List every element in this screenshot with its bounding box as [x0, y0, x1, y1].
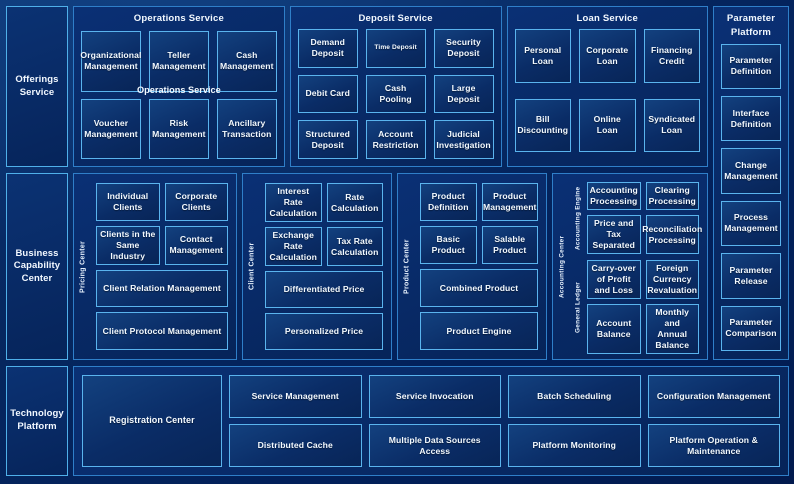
tile-personal-loan[interactable]: Personal Loan — [514, 29, 571, 83]
subgroup-general-ledger[interactable]: General Ledger Carry-over of Profit and … — [571, 260, 699, 354]
tile-exchange-rate-calculation[interactable]: Exchange Rate Calculation — [265, 227, 322, 266]
tile-interest-rate-calculation[interactable]: Interest Rate Calculation — [265, 183, 322, 222]
tile-client-protocol-management[interactable]: Client Protocol Management — [96, 312, 228, 351]
panel-title: Loan Service — [576, 13, 639, 24]
tile-multiple-data-sources-access[interactable]: Multiple Data Sources Access — [368, 424, 501, 467]
group-pricing-center[interactable]: Pricing Center Individual Clients Corpor… — [73, 173, 237, 360]
tile-price-and-tax-separated[interactable]: Price and Tax Separated — [587, 215, 641, 254]
tile-time-deposit[interactable]: Time Deposit — [365, 29, 426, 68]
tile-configuration-management[interactable]: Configuration Management — [647, 375, 780, 418]
rail-label: Offerings Service — [15, 73, 59, 98]
tile-parameter-release[interactable]: Parameter Release — [721, 253, 781, 299]
tile-product-engine[interactable]: Product Engine — [420, 312, 538, 350]
tile-batch-scheduling[interactable]: Batch Scheduling — [508, 375, 641, 418]
tile-foreign-currency-revaluation[interactable]: Foreign Currency Revaluation — [645, 260, 699, 299]
tile-combined-product[interactable]: Combined Product — [420, 269, 538, 307]
tile-bill-discounting[interactable]: Bill Discounting — [514, 98, 571, 152]
group-vertical-label: Accounting Center — [558, 235, 566, 298]
layer-rail: Offerings Service Business Capability Ce… — [6, 6, 68, 478]
group-vertical-label: Product Center — [403, 239, 411, 294]
offerings-service-panels: Operations Service Organizational Manage… — [73, 6, 709, 167]
tile-personalized-price[interactable]: Personalized Price — [265, 313, 383, 350]
tile-differentiated-price[interactable]: Differentiated Price — [265, 271, 383, 308]
tile-cash-pooling[interactable]: Cash Pooling — [365, 74, 426, 114]
tile-accounting-processing[interactable]: Accounting Processing — [587, 182, 641, 210]
rail-item-business-capability-center[interactable]: Business Capability Center — [6, 173, 68, 360]
tile-corporate-loan[interactable]: Corporate Loan — [579, 29, 636, 83]
group-client-center[interactable]: Client Center Interest Rate Calculation … — [242, 173, 392, 360]
diagram-body: Operations Service Organizational Manage… — [73, 6, 789, 478]
tile-basic-product[interactable]: Basic Product — [420, 226, 477, 264]
tile-process-management[interactable]: Process Management — [721, 200, 781, 247]
business-capability-groups: Pricing Center Individual Clients Corpor… — [73, 173, 708, 360]
tile-rate-calculation[interactable]: Rate Calculation — [326, 183, 383, 222]
tile-carry-over-of-profit-and-loss[interactable]: Carry-over of Profit and Loss — [587, 260, 641, 299]
tile-organizational-management[interactable]: Organizational Management — [80, 31, 141, 92]
panel-title: Parameter Platform — [726, 13, 776, 39]
panel-deposit-service[interactable]: Deposit Service Demand Deposit Time Depo… — [289, 6, 502, 167]
rail-label: Business Capability Center — [13, 247, 61, 284]
business-capability-row: Pricing Center Individual Clients Corpor… — [73, 173, 789, 360]
tile-online-loan[interactable]: Online Loan — [579, 98, 636, 152]
tile-large-deposit[interactable]: Large Deposit — [433, 74, 494, 114]
tile-platform-operation-maintenance[interactable]: Platform Operation & Maintenance — [647, 424, 780, 467]
subgroup-vertical-label: General Ledger — [574, 281, 582, 333]
rail-item-offerings-service[interactable]: Offerings Service — [6, 6, 68, 167]
tile-contact-management[interactable]: Contact Management — [164, 225, 228, 265]
technology-platform-row: Registration Center Service Management S… — [73, 366, 789, 476]
group-product-center[interactable]: Product Center Product Definition Produc… — [397, 173, 547, 360]
tile-monthly-and-annual-balance[interactable]: Monthly and Annual Balance — [645, 304, 699, 354]
subgroup-vertical-label: Accounting Engine — [574, 186, 582, 250]
tile-tax-rate-calculation[interactable]: Tax Rate Calculation — [326, 227, 383, 266]
tile-cash-management[interactable]: Cash Management — [216, 31, 277, 92]
tile-debit-card[interactable]: Debit Card — [297, 74, 358, 114]
tile-reconciliation-processing[interactable]: Reconciliation Processing — [642, 215, 702, 254]
tile-interface-definition[interactable]: Interface Definition — [721, 95, 781, 142]
group-accounting-center[interactable]: Accounting Center Accounting Engine Acco… — [552, 173, 708, 360]
tile-registration-center[interactable]: Registration Center — [82, 375, 222, 467]
group-vertical-label: Client Center — [248, 242, 256, 291]
subgroup-accounting-engine[interactable]: Accounting Engine Accounting Processing … — [571, 182, 702, 254]
panel-parameter-platform[interactable]: Parameter Platform Parameter Definition … — [713, 6, 789, 360]
tile-parameter-comparison[interactable]: Parameter Comparison — [721, 305, 781, 352]
tile-change-management[interactable]: Change Management — [721, 148, 781, 194]
rail-item-technology-platform[interactable]: Technology Platform — [6, 366, 68, 476]
tile-demand-deposit[interactable]: Demand Deposit — [297, 29, 358, 68]
offerings-service-row: Operations Service Organizational Manage… — [73, 6, 789, 360]
panel-title: Operations Service — [133, 13, 224, 24]
tile-risk-management[interactable]: Risk Management — [148, 98, 209, 159]
tile-structured-deposit[interactable]: Structured Deposit — [297, 120, 358, 159]
tile-teller-management[interactable]: Teller Management — [148, 31, 209, 92]
tile-ancillary-transaction[interactable]: Ancillary Transaction — [216, 98, 277, 159]
tile-client-relation-management[interactable]: Client Relation Management — [96, 269, 228, 308]
panel-title: Deposit Service — [358, 13, 433, 24]
tile-financing-credit[interactable]: Financing Credit — [643, 29, 700, 83]
tile-service-management[interactable]: Service Management — [229, 375, 362, 418]
tile-product-management[interactable]: Product Management — [481, 183, 538, 221]
panel-technology-platform[interactable]: Registration Center Service Management S… — [73, 366, 789, 476]
tile-corporate-clients[interactable]: Corporate Clients — [164, 183, 228, 221]
tile-service-invocation[interactable]: Service Invocation — [368, 375, 501, 418]
architecture-diagram: Offerings Service Business Capability Ce… — [6, 6, 789, 478]
tile-individual-clients[interactable]: Individual Clients — [96, 183, 160, 221]
tile-distributed-cache[interactable]: Distributed Cache — [229, 424, 362, 467]
tile-platform-monitoring[interactable]: Platform Monitoring — [508, 424, 641, 467]
tile-account-balance[interactable]: Account Balance — [587, 304, 641, 354]
tile-voucher-management[interactable]: Voucher Management — [81, 98, 141, 159]
tile-judicial-investigation[interactable]: Judicial Investigation — [433, 120, 494, 159]
panel-operations-service[interactable]: Operations Service Organizational Manage… — [73, 6, 285, 167]
tile-parameter-definition[interactable]: Parameter Definition — [721, 43, 781, 89]
rail-label: Technology Platform — [10, 408, 64, 432]
tile-account-restriction[interactable]: Account Restriction — [365, 120, 426, 159]
group-vertical-label: Pricing Center — [79, 240, 87, 293]
tile-syndicated-loan[interactable]: Syndicated Loan — [643, 98, 700, 152]
panel-loan-service[interactable]: Loan Service Personal Loan Corporate Loa… — [506, 6, 709, 167]
tile-salable-product[interactable]: Salable Product — [481, 226, 538, 264]
tile-security-deposit[interactable]: Security Deposit — [433, 29, 494, 68]
tile-clients-in-the-same-industry[interactable]: Clients in the Same Industry — [96, 225, 160, 265]
tile-clearing-processing[interactable]: Clearing Processing — [645, 182, 699, 210]
tile-product-definition[interactable]: Product Definition — [420, 183, 477, 221]
